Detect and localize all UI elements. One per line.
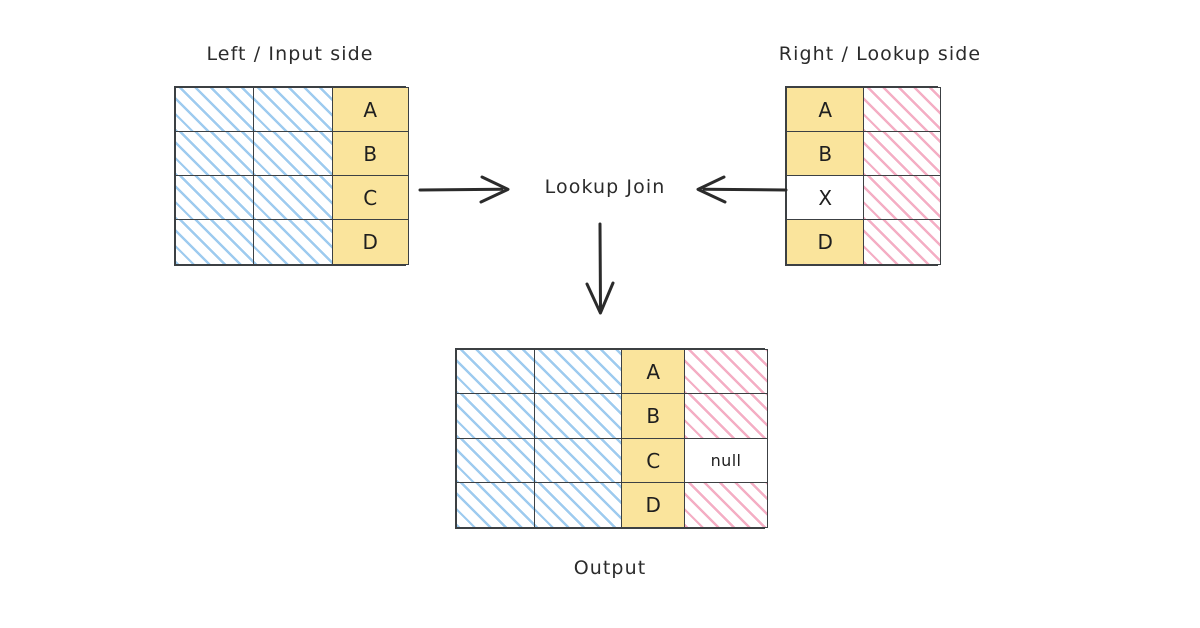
table-cell	[253, 175, 334, 221]
table-cell	[456, 393, 536, 440]
table-cell	[534, 481, 623, 528]
cell-value: D	[817, 230, 834, 254]
table-cell: A	[332, 87, 409, 133]
table-cell: X	[786, 175, 865, 221]
table-cell	[456, 481, 536, 528]
cell-value: X	[818, 186, 833, 210]
table-cell	[175, 87, 255, 133]
table-cell	[534, 437, 623, 484]
table-cell	[175, 219, 255, 265]
cell-value: B	[363, 142, 378, 166]
table-cell	[684, 349, 768, 396]
right-table-label: Right / Lookup side	[778, 43, 982, 65]
table-cell: B	[786, 131, 865, 177]
table-cell	[253, 219, 334, 265]
table-cell	[175, 131, 255, 177]
table-cell	[684, 393, 768, 440]
output-table-label: Output	[573, 557, 647, 579]
lookup-join-title: Lookup Join	[544, 176, 666, 198]
table-cell	[253, 87, 334, 133]
table-cell: D	[786, 219, 865, 265]
table-cell: null	[684, 437, 768, 484]
table-cell: D	[332, 219, 409, 265]
table-cell: A	[621, 349, 686, 396]
table-cell: C	[621, 437, 686, 484]
table-cell	[863, 219, 941, 265]
cell-value: null	[710, 450, 742, 470]
table-cell	[534, 349, 623, 396]
table-cell	[863, 175, 941, 221]
left-table-label: Left / Input side	[206, 43, 374, 65]
table-cell	[456, 349, 536, 396]
table-cell: B	[621, 393, 686, 440]
cell-value: A	[646, 360, 661, 385]
cell-value: D	[645, 492, 662, 517]
cell-value: A	[818, 98, 833, 122]
cell-value: C	[363, 186, 378, 210]
table-cell: A	[786, 87, 865, 133]
arrow-left-icon	[692, 172, 788, 212]
table-cell: B	[332, 131, 409, 177]
arrow-right-icon	[418, 172, 514, 212]
arrow-down-icon	[578, 222, 622, 320]
cell-value: A	[363, 98, 378, 122]
cell-value: B	[646, 404, 661, 429]
table-cell	[684, 481, 768, 528]
table-cell: C	[332, 175, 409, 221]
table-cell	[863, 87, 941, 133]
table-cell	[863, 131, 941, 177]
table-cell	[253, 131, 334, 177]
cell-value: D	[362, 230, 379, 254]
table-cell	[456, 437, 536, 484]
cell-value: B	[818, 142, 833, 166]
cell-value: C	[646, 448, 661, 473]
table-cell	[534, 393, 623, 440]
table-cell: D	[621, 481, 686, 528]
table-cell	[175, 175, 255, 221]
